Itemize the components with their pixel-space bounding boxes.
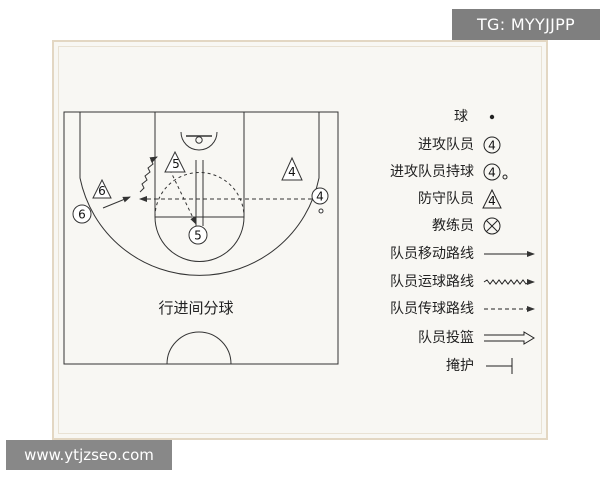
defender-4: 4 (281, 156, 303, 181)
defender-5: 5 (164, 150, 186, 173)
diagram-inner-border (58, 46, 542, 434)
ball-dot-icon (489, 114, 495, 120)
small-ball-icon (502, 174, 508, 180)
ball (318, 208, 324, 214)
tg-watermark-badge: TG: MYYJJPP (452, 9, 600, 40)
circled-4-ball-number: 4 (488, 166, 496, 180)
circled-4-number: 4 (488, 139, 496, 153)
free-throw-circle-solid (154, 216, 245, 262)
circled-4-ball-icon (483, 163, 501, 181)
triangle-4-number: 4 (488, 194, 496, 208)
player-4-with-ball: 4 (311, 187, 329, 214)
circled-4-icon (483, 136, 501, 154)
legend-label-screen: 掩护 (446, 358, 474, 374)
legend: 球 进攻队员 4 进攻队员持球 4 防守队员 4 教练员 队员移动路线 队员运球… (390, 109, 535, 374)
screen-line-icon (486, 358, 513, 374)
legend-label-coach: 教练员 (432, 218, 474, 234)
legend-label-pass: 队员传球路线 (390, 301, 474, 317)
legend-label-shoot: 队员投篮 (418, 330, 474, 346)
url-watermark-badge: www.ytjzseo.com (6, 440, 172, 470)
legend-label-defense: 防守队员 (418, 191, 474, 207)
player-5-label: 5 (194, 229, 202, 243)
legend-label-offense-ball: 进攻队员持球 (390, 164, 474, 180)
free-throw-circle-dashed (154, 172, 245, 218)
legend-label-dribble: 队员运球路线 (390, 274, 474, 290)
rim (195, 136, 203, 144)
center-circle (166, 331, 232, 365)
defender-5-label: 5 (172, 157, 180, 171)
three-point-line (79, 112, 320, 276)
diagram-frame (52, 40, 548, 440)
double-arrow-icon (484, 331, 535, 345)
movement-line-6 (102, 196, 131, 209)
pass-line-diagonal (169, 169, 197, 225)
court-title: 行进间分球 (158, 299, 233, 317)
circled-cross-icon (483, 217, 501, 235)
player-4-label: 4 (316, 190, 324, 204)
legend-label-offense: 进攻队员 (418, 137, 474, 153)
defender-6: 6 (92, 178, 112, 199)
player-5: 5 (188, 225, 208, 245)
restricted-area (180, 131, 218, 151)
player-6-outer-label: 6 (78, 208, 86, 222)
paint-lane (154, 111, 245, 218)
legend-label-ball: 球 (454, 109, 468, 125)
legend-label-move: 队员移动路线 (390, 246, 474, 262)
dribble-line (139, 156, 158, 193)
defender-6-label: 6 (98, 184, 106, 198)
half-court (63, 111, 339, 365)
wavy-arrow-icon (483, 279, 535, 285)
defender-4-label: 4 (288, 165, 296, 179)
triangle-4-icon (482, 188, 502, 209)
player-6-outer: 6 (72, 204, 92, 224)
play-lines (102, 156, 312, 226)
